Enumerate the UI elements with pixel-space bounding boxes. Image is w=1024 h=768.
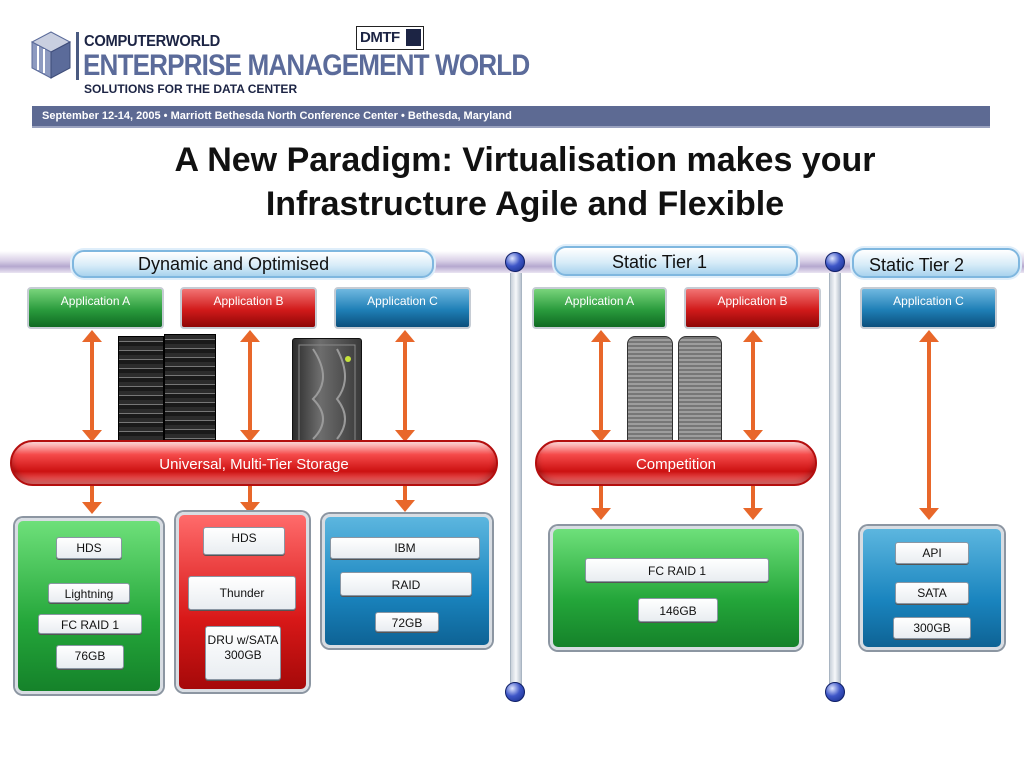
dmtf-mark-icon (406, 29, 421, 46)
server-tower-detail-icon (298, 344, 356, 442)
storage-label: SATA (895, 582, 969, 604)
brand-sub-text: SOLUTIONS FOR THE DATA CENTER (84, 82, 298, 96)
server-tower-icon (292, 338, 362, 448)
storage-label: Thunder (188, 576, 296, 610)
storage-box-static1 (550, 526, 802, 650)
storage-label: HDS (203, 527, 285, 555)
server-tower-icon (678, 336, 722, 448)
pillar-knob-bottom-left (505, 682, 525, 702)
slide-title-line1: A New Paradigm: Virtualisation makes you… (174, 141, 876, 179)
app-c-static2: Application C (860, 287, 997, 329)
arrow-down-icon (240, 486, 260, 514)
app-c-dynamic: Application C (334, 287, 471, 329)
tier-label-static2: Static Tier 2 (869, 255, 965, 275)
event-banner-text: September 12-14, 2005 • Marriott Bethesd… (42, 110, 512, 122)
storage-layer-competition (535, 440, 817, 486)
pillar-knob-top-right (825, 252, 845, 272)
arrow-icon (591, 330, 611, 442)
tier-tab-dynamic (72, 250, 434, 278)
tier-label-dynamic: Dynamic and Optimised (138, 254, 330, 274)
storage-label: Lightning (48, 583, 130, 603)
arrow-down-icon (395, 486, 415, 512)
storage-label: API (895, 542, 969, 564)
dmtf-logo: DMTF (356, 26, 424, 50)
storage-label: DRU w/SATA 300GB (205, 626, 281, 680)
storage-layer-universal-label: Universal, Multi-Tier Storage (159, 456, 349, 473)
arrow-down-icon (591, 486, 611, 520)
slide-title: A New Paradigm: Virtualisation makes you… (60, 138, 990, 226)
storage-label: RAID (340, 572, 472, 596)
arrow-icon (82, 330, 102, 442)
storage-label: 300GB (893, 617, 971, 639)
arrow-down-icon (743, 486, 763, 520)
storage-label: 72GB (375, 612, 439, 632)
cube-logo-icon (30, 31, 72, 79)
app-a-dynamic: Application A (27, 287, 164, 329)
pillar-knob-top-left (505, 252, 525, 272)
divider-pillar-right (829, 262, 841, 692)
arrow-down-icon (82, 486, 102, 514)
arrow-icon (743, 330, 763, 442)
tier-label-static1: Static Tier 1 (612, 252, 708, 272)
storage-label: HDS (56, 537, 122, 559)
brand-top-text: COMPUTERWORLD (84, 33, 220, 50)
tier-tab-static2 (852, 248, 1020, 278)
event-banner (32, 106, 990, 128)
server-tower-icon (627, 336, 673, 448)
dmtf-logo-text: DMTF (360, 29, 400, 46)
server-rack-icon (118, 336, 164, 448)
arrow-icon (240, 330, 260, 442)
arrow-icon (395, 330, 415, 442)
storage-layer-universal (10, 440, 498, 486)
storage-label: IBM (330, 537, 480, 559)
storage-label: FC RAID 1 (38, 614, 142, 634)
brand-main-text: ENTERPRISE MANAGEMENT WORLD (83, 49, 530, 82)
storage-layer-competition-label: Competition (635, 456, 717, 473)
storage-label: 146GB (638, 598, 718, 622)
storage-label: FC RAID 1 (585, 558, 769, 582)
slide-title-line2: Infrastructure Agile and Flexible (265, 185, 785, 223)
divider-pillar-left (510, 262, 522, 692)
arrow-icon (919, 330, 939, 520)
app-b-dynamic: Application B (180, 287, 317, 329)
app-b-static1: Application B (684, 287, 821, 329)
app-a-static1: Application A (532, 287, 667, 329)
pillar-knob-bottom-right (825, 682, 845, 702)
storage-label: 76GB (56, 645, 124, 669)
logo-divider (76, 32, 79, 80)
tier-tab-static1 (554, 246, 798, 276)
server-rack-icon (164, 334, 216, 448)
